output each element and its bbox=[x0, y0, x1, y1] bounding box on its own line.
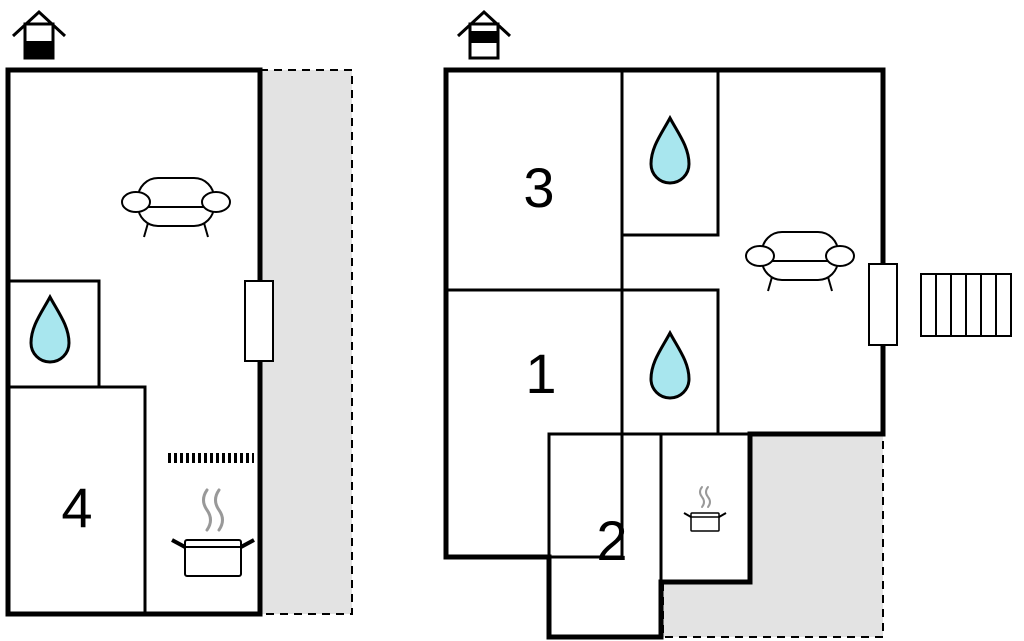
house-lower-floor-icon bbox=[11, 9, 67, 60]
floor-plan-left: 4 bbox=[5, 9, 353, 617]
water-drop-icon bbox=[649, 114, 691, 185]
room-4-walls bbox=[8, 385, 147, 614]
window-icon bbox=[868, 263, 898, 346]
cooking-pot-icon bbox=[683, 486, 727, 532]
floor-plan-right: 3 1 2 bbox=[443, 9, 1012, 640]
cooking-pot-icon bbox=[171, 488, 255, 577]
stairs-icon bbox=[920, 273, 1012, 337]
room-number-2: 2 bbox=[596, 509, 627, 572]
water-drop-icon bbox=[649, 329, 691, 400]
sofa-icon bbox=[745, 231, 855, 292]
kitchen-walls bbox=[659, 432, 752, 584]
room-number-3: 3 bbox=[523, 156, 554, 219]
window-icon bbox=[244, 280, 274, 362]
room-number-4: 4 bbox=[61, 476, 92, 539]
terrace-left bbox=[259, 69, 353, 615]
room-number-1: 1 bbox=[525, 342, 556, 405]
bathroom-upper bbox=[620, 68, 720, 237]
sofa-icon bbox=[121, 177, 231, 238]
water-drop-icon bbox=[29, 293, 71, 364]
terrace-right bbox=[662, 433, 884, 638]
house-upper-floor-icon bbox=[456, 9, 512, 60]
